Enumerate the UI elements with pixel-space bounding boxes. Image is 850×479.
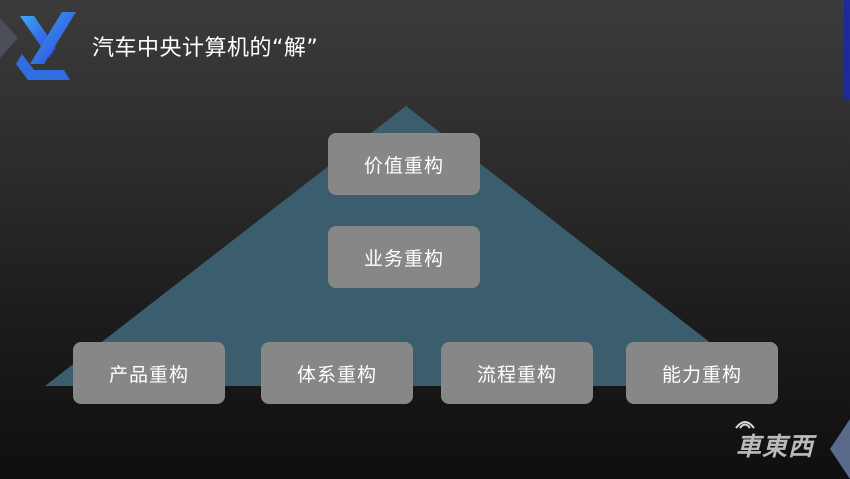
box-business-restructure: 业务重构 [328, 226, 480, 288]
box-value-restructure: 价值重构 [328, 133, 480, 195]
box-process-restructure: 流程重构 [441, 342, 593, 404]
logo-icon [0, 12, 76, 80]
signal-icon [735, 421, 755, 429]
watermark-brand: 車東西 [736, 432, 815, 461]
box-product-restructure: 产品重构 [73, 342, 225, 404]
box-system-restructure: 体系重构 [261, 342, 413, 404]
box-ability-restructure: 能力重构 [626, 342, 778, 404]
corner-decoration [830, 419, 850, 479]
slide-title: 汽车中央计算机的“解” [92, 36, 319, 61]
accent-bar [844, 0, 850, 100]
